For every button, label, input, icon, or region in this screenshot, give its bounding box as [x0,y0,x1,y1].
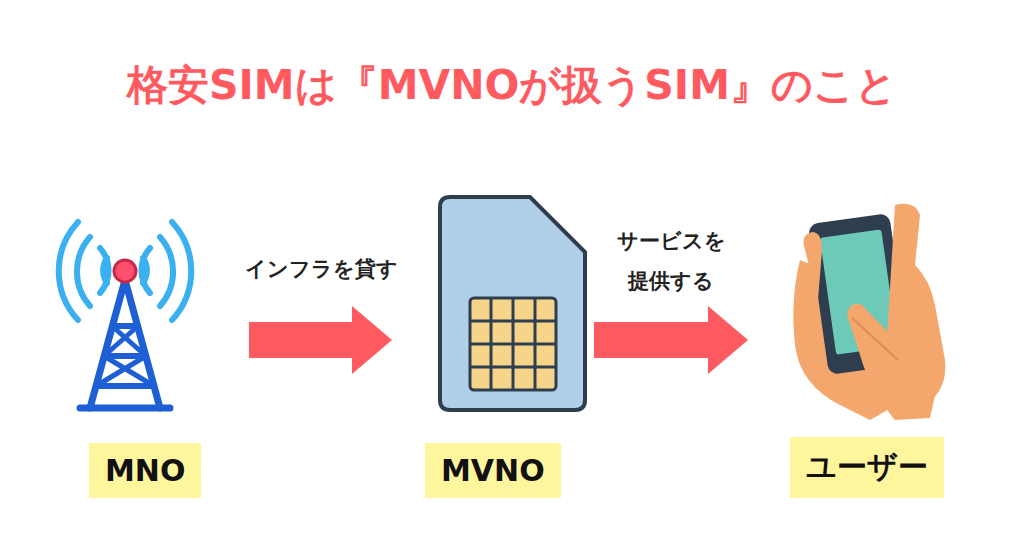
node-column: MNO [45,190,245,498]
edge-label: インフラを貸す [221,250,421,290]
hand-phone [793,204,945,420]
name-tag: ユーザー [790,437,944,498]
block-arrow [249,306,392,374]
sim-card [440,197,585,410]
name-tag: MNO [89,443,201,498]
antenna-tower [59,222,191,408]
title: 格安SIMは『MVNOが扱うSIM』のこと [0,58,1024,113]
block-arrow [594,306,748,374]
node-column: MVNO [396,190,590,498]
edge-label: サービスを提供する [612,222,730,302]
name-tag: MVNO [425,443,561,498]
node-column: ユーザー [752,190,982,498]
